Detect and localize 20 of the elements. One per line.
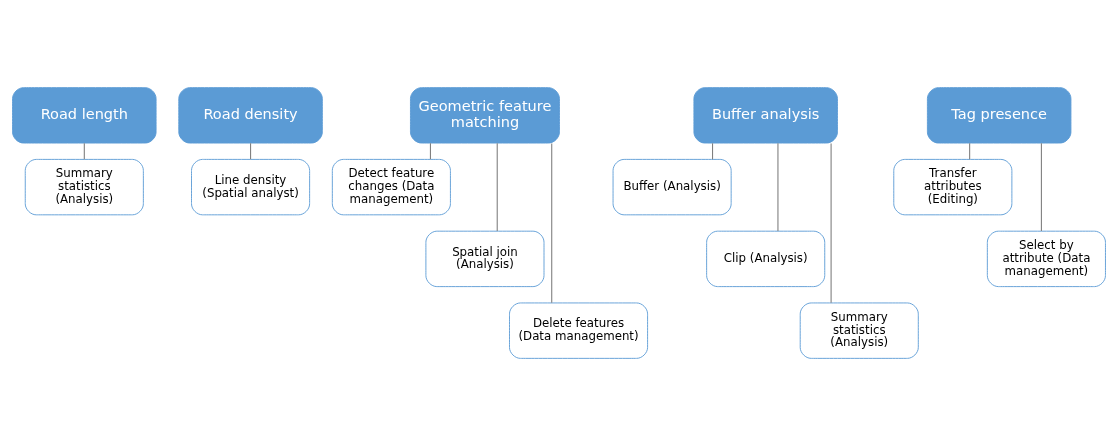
connector bbox=[777, 142, 779, 232]
node-box: Delete features (Data management) bbox=[509, 302, 649, 359]
node-box: Summary statistics (Analysis) bbox=[799, 302, 919, 359]
node-box: Road density bbox=[178, 87, 323, 144]
node-box: Summary statistics (Analysis) bbox=[24, 158, 144, 216]
node-box: Detect feature changes (Data management) bbox=[331, 158, 451, 216]
node-box: Clip (Analysis) bbox=[706, 230, 826, 288]
connector bbox=[830, 142, 832, 304]
connector bbox=[496, 142, 498, 232]
node-box: Buffer analysis bbox=[693, 87, 838, 144]
node-box: Spatial join (Analysis) bbox=[425, 230, 545, 288]
connector bbox=[551, 142, 553, 304]
node-box: Geometric feature matching bbox=[410, 87, 560, 144]
node-box: Line density (Spatial analyst) bbox=[191, 158, 311, 216]
connector bbox=[1040, 142, 1042, 232]
node-box: Tag presence bbox=[926, 87, 1072, 144]
node-box: Select by attribute (Data management) bbox=[986, 230, 1106, 288]
node-box: Transfer attributes (Editing) bbox=[893, 158, 1013, 216]
node-box: Buffer (Analysis) bbox=[612, 158, 732, 216]
node-box: Road length bbox=[12, 87, 157, 144]
